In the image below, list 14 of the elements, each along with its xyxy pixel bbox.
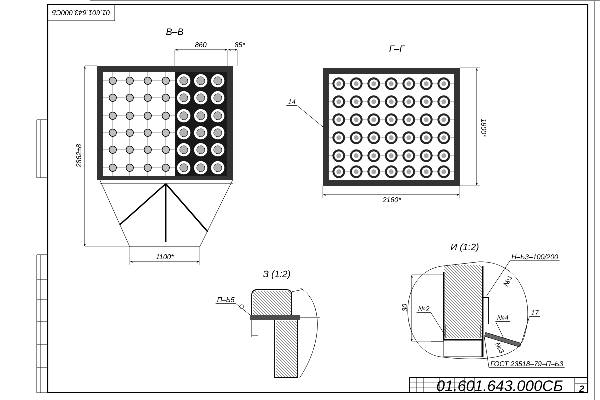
leader-line bbox=[216, 304, 250, 316]
leader-line bbox=[496, 322, 510, 338]
plan-view-drawing bbox=[323, 68, 460, 186]
view-title: Г–Г bbox=[390, 46, 406, 52]
view-title: З (1:2) bbox=[263, 270, 290, 280]
drawing-number: 01.601.643.000СБ bbox=[437, 380, 563, 392]
leader-line bbox=[416, 312, 446, 336]
leader-line bbox=[486, 260, 560, 296]
view-title: В–В bbox=[166, 28, 184, 36]
leader-line bbox=[286, 106, 324, 128]
leader-line bbox=[521, 316, 541, 344]
view-title: И (1:2) bbox=[451, 244, 479, 252]
leader-line bbox=[484, 336, 566, 368]
sheet-number: 2 bbox=[579, 386, 584, 392]
